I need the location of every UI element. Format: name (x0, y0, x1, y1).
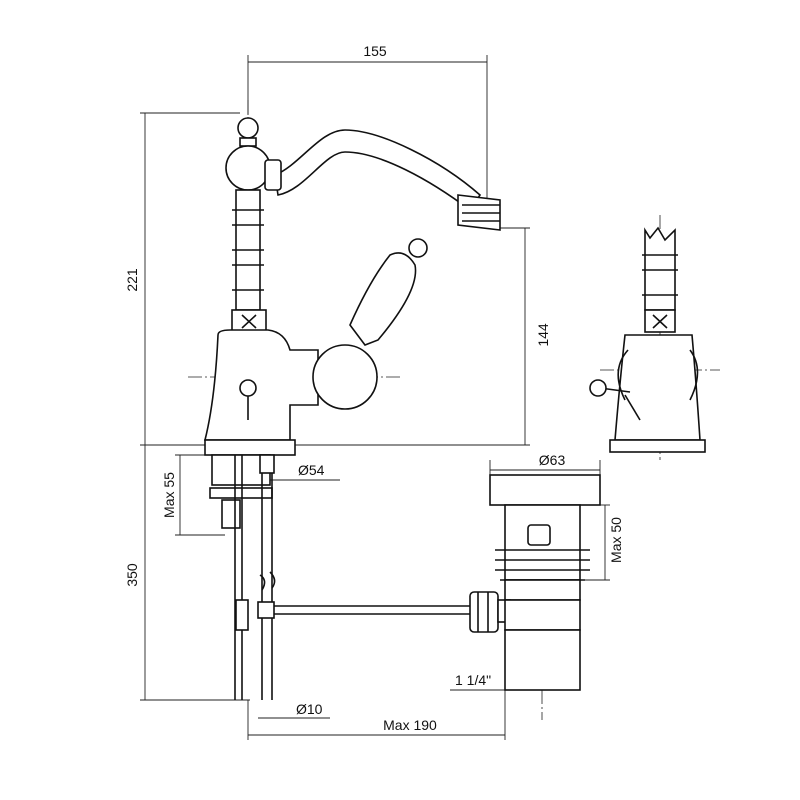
dimension-labels: 155 221 144 Max 55 Ø54 Ø63 Max 50 350 1 … (124, 43, 624, 733)
label-diameter-63: Ø63 (539, 452, 566, 468)
label-144: 144 (535, 323, 551, 347)
label-diameter-54: Ø54 (298, 462, 325, 478)
label-max-50: Max 50 (608, 517, 624, 563)
label-350: 350 (124, 563, 140, 587)
label-155: 155 (363, 43, 387, 59)
waste-assembly (469, 474, 601, 691)
label-diameter-10: Ø10 (296, 701, 323, 717)
label-221: 221 (124, 268, 140, 292)
faucet-front-view (203, 117, 501, 456)
label-max-55: Max 55 (161, 472, 177, 518)
label-max-190: Max 190 (383, 717, 437, 733)
faucet-side-view (589, 226, 706, 453)
label-thread-1-1-4: 1 1/4" (455, 672, 491, 688)
faucet-underside (209, 454, 470, 700)
